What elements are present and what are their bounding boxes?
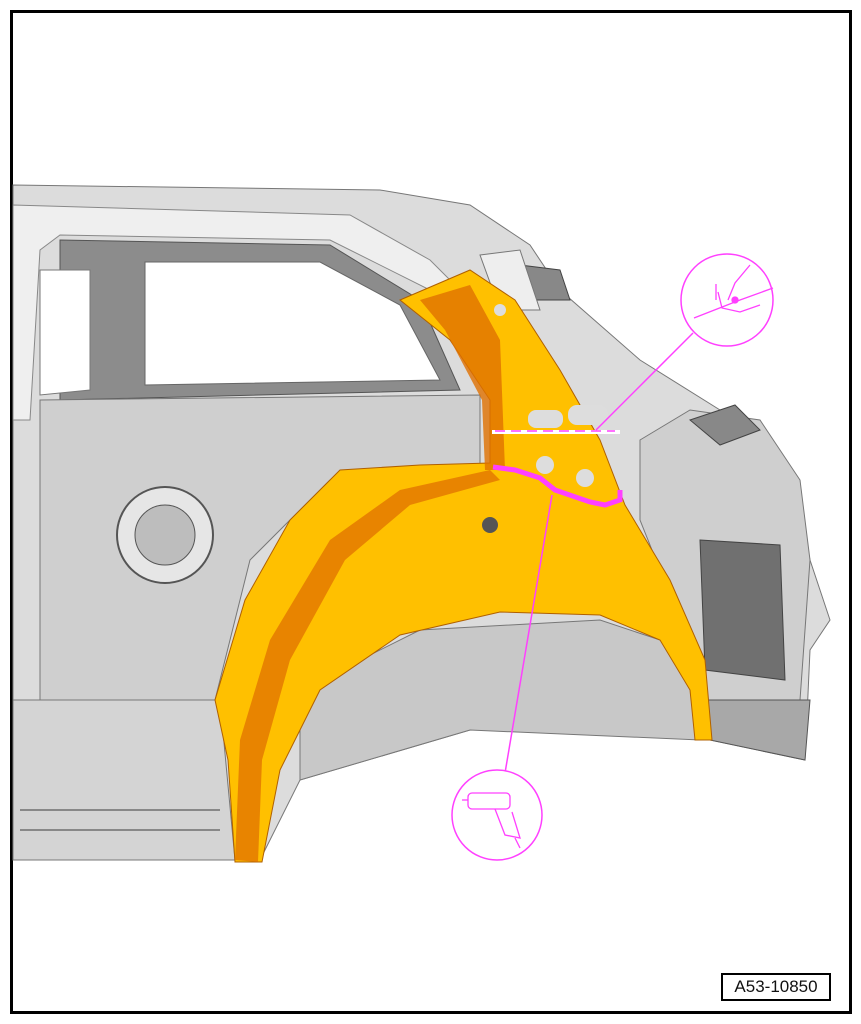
figure-id-label: A53-10850 [721, 973, 831, 1001]
weld-joint-detail-icon [693, 264, 774, 319]
figure-frame [10, 10, 852, 1014]
window-opening [144, 261, 441, 386]
wheel-housing-replacement-part [214, 269, 713, 863]
spot-weld-drill-icon [462, 792, 521, 849]
callout-drill [451, 494, 553, 861]
callout-weld-joint [595, 253, 774, 431]
weld-seam [492, 464, 623, 508]
